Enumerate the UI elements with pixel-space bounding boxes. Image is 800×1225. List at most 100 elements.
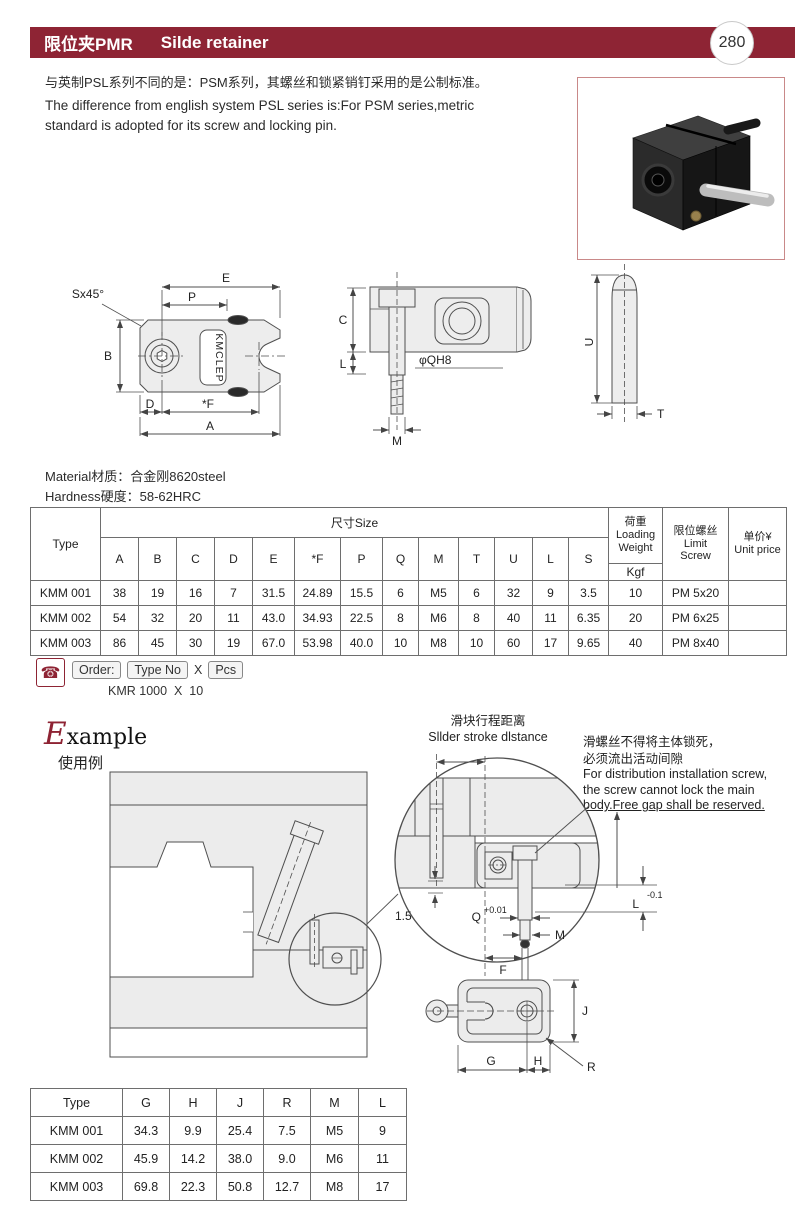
dim-label-e: E [222, 271, 230, 285]
col-header-unit-price: 单价¥ Unit price [728, 507, 788, 581]
cell: 7 [214, 580, 253, 606]
retainer-pin [699, 183, 775, 207]
dim-label-m2: M [555, 928, 565, 942]
product-block [632, 115, 775, 231]
cell: M6 [310, 1144, 359, 1173]
order-x: X [194, 663, 203, 677]
cell-type: KMM 002 [30, 1144, 123, 1173]
cell: 43.0 [252, 605, 295, 631]
brand-label: KMCLEP [213, 333, 225, 382]
cell: 7.5 [263, 1116, 311, 1145]
example-subtitle: 使用例 [58, 755, 104, 772]
example-title-rest: xample [66, 725, 148, 750]
cell: 9.0 [263, 1144, 311, 1173]
col-header-dim: L [532, 537, 569, 581]
cell: M6 [418, 605, 459, 631]
dim-label-d: D [146, 397, 155, 411]
bottom-header-row: Type G H J R M L [30, 1088, 407, 1117]
set-screw [723, 118, 761, 135]
cell: M5 [310, 1116, 359, 1145]
page-title-en: Silde retainer [160, 32, 269, 52]
dim-label-q-tol: +0.01 [484, 905, 507, 915]
cell: 11 [532, 605, 569, 631]
cell-type: KMM 003 [30, 1172, 123, 1201]
col-header-dim: Q [382, 537, 419, 581]
cell: 6.35 [567, 605, 610, 631]
col-header-dim: S [567, 537, 610, 581]
dim-label-c: C [339, 313, 348, 327]
dim-label-l: L [340, 357, 347, 371]
col-header: R [263, 1088, 311, 1117]
col-header-type: Type [30, 507, 101, 581]
col-header: M [310, 1088, 359, 1117]
cell-loading: 40 [608, 630, 664, 656]
cell: 12.7 [263, 1172, 311, 1201]
angled-pin [257, 820, 324, 945]
dim-label-qh8: φQH8 [419, 353, 452, 367]
table-row: KMM 002 54 32 20 11 43.0 34.93 22.5 8 M6… [30, 605, 788, 631]
cell-type: KMM 003 [30, 630, 101, 656]
cell: 19 [214, 630, 253, 656]
cell: 50.8 [216, 1172, 264, 1201]
cell: 86 [100, 630, 139, 656]
cell: 32 [138, 605, 177, 631]
page-title-cn: 限位夹PMR [44, 35, 133, 54]
table-row: KMM 003 86 45 30 19 67.0 53.98 40.0 10 M… [30, 630, 788, 656]
note-cn-line2: 必须流出活动间隙 [583, 751, 684, 766]
order-type-no: Type No [127, 661, 188, 679]
cell-type: KMM 001 [30, 1116, 123, 1145]
stroke-label-cn: 滑块行程距离 [450, 714, 526, 728]
cell: 16 [176, 580, 215, 606]
col-header-size: 尺寸Size [99, 507, 610, 538]
col-header-loading: 荷重 Loading Weight [608, 507, 664, 564]
col-header: H [169, 1088, 217, 1117]
cell-screw: PM 6x25 [662, 605, 730, 631]
example-detail-view: 1.5 Q +0.01 M F L -0.1 [394, 754, 663, 980]
col-header-dim: *F [294, 537, 341, 581]
hardness-spec: Hardness硬度：58-62HRC [45, 489, 202, 504]
cell: 20 [176, 605, 215, 631]
cell-screw: PM 8x40 [662, 630, 730, 656]
cell-loading: 10 [608, 580, 664, 606]
col-header: L [358, 1088, 407, 1117]
example-retainer-view: J G H R [425, 979, 596, 1074]
cell: 45.9 [122, 1144, 170, 1173]
cell: 17 [532, 630, 569, 656]
intro-en-line2: standard is adopted for its screw and lo… [45, 117, 337, 133]
col-header-dim: A [100, 537, 139, 581]
cell: 54 [100, 605, 139, 631]
col-header: G [122, 1088, 170, 1117]
cell: 69.8 [122, 1172, 170, 1201]
cell-type: KMM 002 [30, 605, 101, 631]
cell: 31.5 [252, 580, 295, 606]
dim-label-sx45: Sx45° [72, 287, 104, 301]
cell: 60 [494, 630, 533, 656]
order-line: Order: Type No X Pcs [72, 661, 244, 679]
cell: 45 [138, 630, 177, 656]
dim-label-u: U [585, 338, 596, 347]
example-title-initial: E [44, 716, 67, 752]
dim-label-f: *F [202, 397, 214, 411]
cell: 34.3 [122, 1116, 170, 1145]
detail-callout-circle [288, 912, 382, 1006]
col-header-kgf: Kgf [608, 563, 664, 581]
cell: M8 [310, 1172, 359, 1201]
dim-label-r: R [587, 1060, 596, 1074]
table-row: KMM 002 45.9 14.2 38.0 9.0 M6 11 [30, 1144, 407, 1173]
col-header: J [216, 1088, 264, 1117]
cell-price [728, 605, 788, 631]
dim-label-m: M [392, 434, 402, 448]
cell: 17 [358, 1172, 407, 1201]
drawing-plan-view: E P Sx45° B D *F A KMCLEP [72, 271, 286, 437]
cell: 14.2 [169, 1144, 217, 1173]
cell: 22.3 [169, 1172, 217, 1201]
cell: 10 [458, 630, 495, 656]
table-row: KMM 001 38 19 16 7 31.5 24.89 15.5 6 M5 … [30, 580, 788, 606]
col-header-dim: U [494, 537, 533, 581]
size-table: Type 尺寸Size 荷重 Loading Weight 限位螺丝 Limit… [30, 507, 788, 656]
locking-pin [690, 210, 702, 222]
cell: 9 [532, 580, 569, 606]
cell-price [728, 630, 788, 656]
header-bar: 限位夹PMR Silde retainer [30, 27, 795, 58]
order-pcs: Pcs [208, 661, 244, 679]
